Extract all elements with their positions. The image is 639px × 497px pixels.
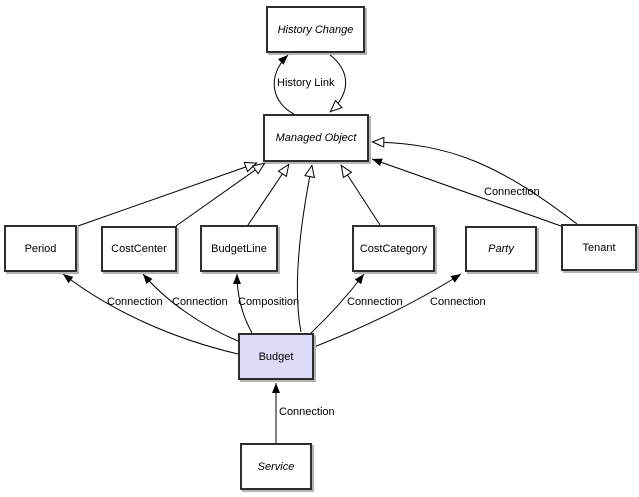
node-label-budget-line: BudgetLine	[211, 242, 267, 255]
node-period[interactable]: Period	[4, 225, 77, 272]
node-label-service: Service	[257, 460, 295, 473]
edge-label-tenant-connection: Connection	[484, 186, 540, 198]
node-budget-line[interactable]: BudgetLine	[200, 225, 278, 272]
edge-budget-extends	[296, 165, 312, 333]
edge-budget-period	[62, 273, 239, 355]
edge-costcenter-extends	[175, 163, 265, 227]
edge-history-link	[273, 54, 295, 115]
node-party[interactable]: Party	[465, 226, 537, 272]
node-label-party: Party	[488, 243, 514, 255]
node-label-cost-category: CostCategory	[359, 242, 428, 255]
edge-label-service-budget: Connection	[279, 406, 335, 418]
node-budget[interactable]: Budget	[238, 333, 314, 380]
edge-budget-budgetline	[233, 273, 253, 334]
node-label-budget: Budget	[258, 350, 294, 363]
node-cost-center[interactable]: CostCenter	[101, 226, 177, 272]
edge-historychange-extends	[328, 53, 346, 112]
edge-label-budget-budgetline: Composition	[238, 296, 300, 308]
edge-label-budget-costcategory: Connection	[347, 296, 403, 308]
edge-budgetline-extends	[247, 164, 289, 226]
edge-period-extends	[77, 163, 257, 227]
node-label-history-change: History Change	[277, 23, 354, 36]
node-cost-category[interactable]: CostCategory	[352, 225, 435, 272]
edge-label-history-link: History Link	[277, 77, 335, 89]
edge-tenant-connection	[371, 158, 562, 227]
edge-budget-costcategory	[310, 273, 365, 334]
node-label-managed-object: Managed Object	[275, 132, 357, 144]
edge-budget-party	[313, 273, 462, 348]
node-label-cost-center: CostCenter	[111, 243, 167, 255]
edge-label-budget-period: Connection	[107, 296, 163, 308]
node-tenant[interactable]: Tenant	[561, 224, 637, 271]
node-label-period: Period	[24, 242, 57, 255]
edge-label-budget-party: Connection	[430, 296, 486, 308]
edge-tenant-extends	[372, 142, 578, 225]
node-managed-object[interactable]: Managed Object	[263, 114, 369, 162]
edge-costcategory-extends	[341, 165, 381, 226]
node-history-change[interactable]: History Change	[266, 6, 365, 53]
edge-label-budget-costcenter: Connection	[172, 296, 228, 308]
edge-budget-costcenter	[142, 273, 239, 342]
node-label-tenant: Tenant	[582, 241, 616, 254]
node-service[interactable]: Service	[240, 443, 312, 490]
